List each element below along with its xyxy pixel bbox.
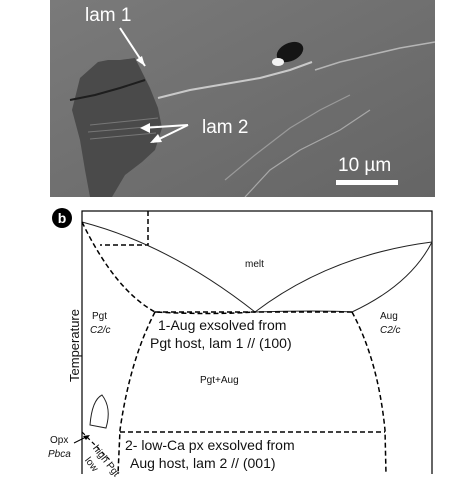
aug-group-label: C2/c [380, 325, 401, 336]
bse-image-panel: lam 1 lam 2 10 µm [50, 0, 435, 197]
phase-diagram-drawing [73, 210, 433, 474]
lam1-label: lam 1 [85, 5, 132, 26]
lam1-note-line2: Pgt host, lam 1 // (100) [150, 335, 292, 351]
lam2-label: lam 2 [202, 117, 249, 138]
dark-crack [69, 79, 146, 101]
diagram-frame [81, 210, 433, 474]
solvus-right [351, 311, 387, 474]
melt-label: melt [245, 259, 264, 270]
panel-letter-b: b [52, 208, 72, 228]
phase-diagram-panel: 1-Aug exsolved from Pgt host, lam 1 // (… [0, 200, 474, 479]
aug-label: Aug [380, 311, 398, 322]
liquidus-right-upper [254, 241, 433, 313]
opx-group-label: Pbca [48, 449, 71, 460]
lamella [89, 132, 157, 140]
lam2-arrowhead-b [150, 134, 162, 143]
scale-bar [336, 180, 398, 185]
fracture-line-4 [244, 109, 371, 197]
lamella [89, 117, 159, 126]
fracture-line-3 [224, 94, 351, 181]
pgt-aug-label: Pgt+Aug [200, 375, 239, 386]
pgt-group-label: C2/c [90, 325, 111, 336]
opx-label: Opx [50, 435, 69, 446]
inclusion [276, 41, 304, 63]
dark-grain [72, 58, 162, 197]
y-axis-label: Temperature [66, 309, 82, 382]
fracture-line [157, 61, 313, 99]
inclusion-bright [272, 58, 284, 66]
pgt-label: Pgt [92, 311, 108, 322]
dashed-corner [100, 211, 149, 246]
opx-field [89, 394, 109, 429]
liquidus-left-upper [81, 221, 256, 313]
opx-arrowhead [83, 435, 90, 440]
lam2-arrowhead-a [140, 123, 150, 133]
lam1-note-line1: 1-Aug exsolved from [158, 317, 287, 333]
bse-image-drawing [50, 0, 435, 197]
fracture-line-2 [314, 41, 435, 71]
scale-bar-label: 10 µm [338, 155, 392, 176]
lam1-arrowhead [136, 56, 145, 66]
solidus-left [81, 221, 256, 315]
lam2-note-line1: 2- low-Ca px exsolved from [125, 437, 295, 453]
lam2-note-line2: Aug host, lam 2 // (001) [130, 455, 276, 471]
solidus-right [254, 241, 433, 313]
